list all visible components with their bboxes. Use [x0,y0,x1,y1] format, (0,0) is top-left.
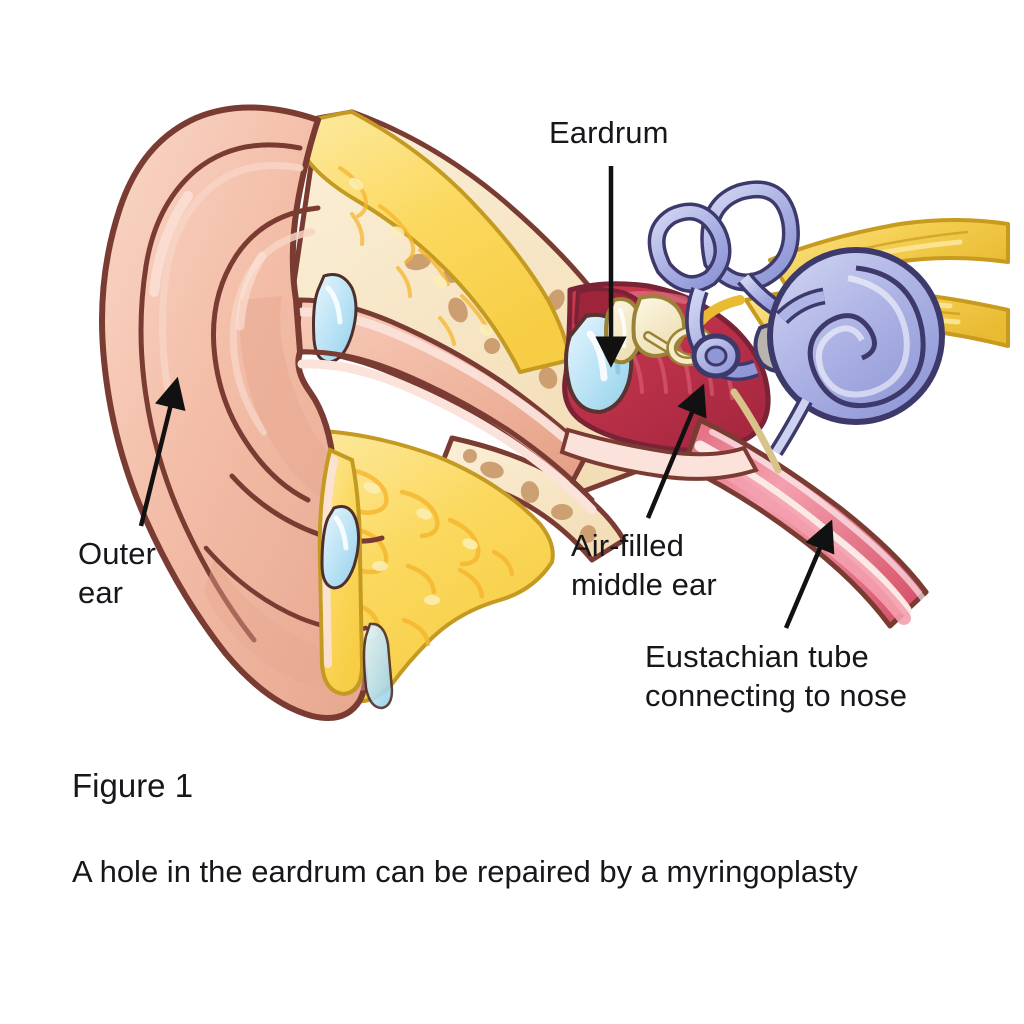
cochlea [767,247,945,457]
canal-floor-lining [297,349,597,515]
figure-title: Figure 1 [72,767,194,804]
label-eardrum: Eardrum [549,115,669,150]
cartilage-fat-upper [304,110,572,374]
arrow-middle-ear [645,383,707,519]
arrow-outer-ear [138,376,186,527]
callout-arrows [138,166,835,629]
label-eustachian-tube: Eustachian tube connecting to nose [645,639,908,714]
figure-caption-block: Figure 1 A hole in the eardrum can be re… [72,766,972,895]
canal-secretion-blobs [312,273,394,710]
label-outer-ear: Outer ear [78,536,157,611]
ear-anatomy-illustration [99,104,1010,721]
arrow-eustachian [783,519,835,629]
figure-caption-text: A hole in the eardrum can be repaired by… [72,853,858,889]
label-air-filled-middle-ear: Air-filled middle ear [571,528,717,603]
middle-ear-floor [559,427,759,481]
